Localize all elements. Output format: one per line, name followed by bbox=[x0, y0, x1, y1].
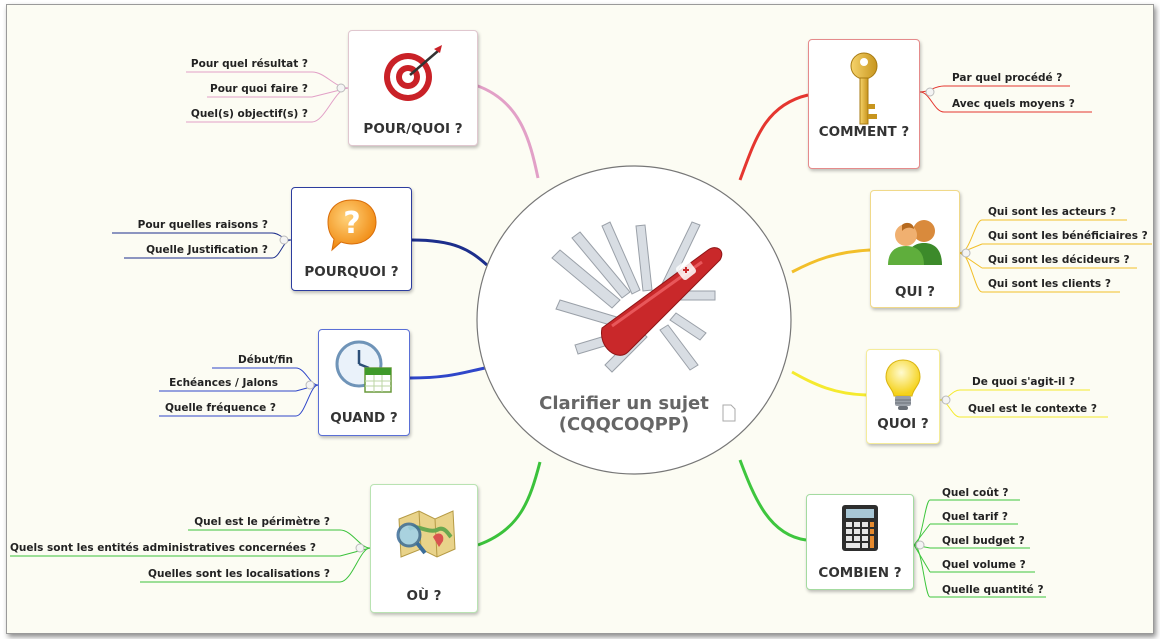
leaf-item[interactable]: Début/fin bbox=[238, 354, 293, 366]
connector-quand bbox=[409, 366, 486, 380]
lightbulb-icon bbox=[883, 358, 923, 416]
leaf-item[interactable]: Avec quels moyens ? bbox=[952, 98, 1075, 110]
leaf-item[interactable]: Quelle Justification ? bbox=[146, 244, 268, 256]
leaf-item[interactable]: Quel est le périmètre ? bbox=[194, 516, 330, 528]
leaf-item[interactable]: Quel volume ? bbox=[942, 559, 1026, 571]
clock-calendar-icon bbox=[333, 338, 395, 400]
branch-title: QUOI ? bbox=[877, 416, 929, 432]
leaf-item[interactable]: Pour quelles raisons ? bbox=[137, 219, 268, 231]
connector-qui bbox=[791, 248, 871, 274]
leaf-item[interactable]: Quel tarif ? bbox=[942, 511, 1008, 523]
svg-text:?: ? bbox=[343, 206, 360, 241]
branch-quand[interactable]: QUAND ? bbox=[318, 329, 410, 436]
branch-title: QUAND ? bbox=[330, 410, 398, 426]
leaf-item[interactable]: Echéances / Jalons bbox=[169, 377, 278, 389]
target-icon bbox=[380, 43, 446, 109]
connector-comment bbox=[738, 93, 809, 181]
branch-title: QUI ? bbox=[895, 284, 935, 300]
people-icon bbox=[884, 215, 946, 271]
leaf-item[interactable]: Quel coût ? bbox=[942, 487, 1009, 499]
branch-ou[interactable]: OÙ ? bbox=[370, 484, 478, 613]
central-topic-title: Clarifier un sujet bbox=[539, 393, 709, 414]
connector-combien bbox=[738, 459, 807, 542]
leaf-item[interactable]: Quel est le contexte ? bbox=[968, 403, 1097, 415]
leaf-item[interactable]: Qui sont les clients ? bbox=[988, 278, 1111, 290]
leaf-item[interactable]: Quelle quantité ? bbox=[942, 584, 1044, 596]
leaf-item[interactable]: Pour quel résultat ? bbox=[190, 58, 308, 70]
central-topic-subtitle: (CQQCOQPP) bbox=[558, 414, 690, 435]
connector-ou bbox=[477, 461, 542, 547]
branch-comment[interactable]: COMMENT ? bbox=[808, 39, 920, 169]
branch-title: POURQUOI ? bbox=[304, 264, 399, 280]
branch-title: COMMENT ? bbox=[818, 124, 910, 140]
branch-title: POUR/QUOI ? bbox=[363, 121, 463, 137]
key-icon bbox=[844, 50, 884, 134]
calculator-icon bbox=[840, 503, 880, 557]
branch-combien[interactable]: COMBIEN ? bbox=[806, 494, 914, 590]
leaf-item[interactable]: Quelle fréquence ? bbox=[164, 402, 276, 414]
branch-pourquoi[interactable]: ? POURQUOI ? bbox=[291, 187, 412, 291]
leaf-item[interactable]: Qui sont les décideurs ? bbox=[988, 254, 1130, 266]
map-icon bbox=[389, 505, 459, 567]
connector-pourquoi bbox=[411, 238, 488, 267]
connector-pourquoi-but bbox=[474, 83, 540, 179]
branch-pour-quoi[interactable]: POUR/QUOI ? bbox=[348, 30, 478, 146]
leaf-item[interactable]: Qui sont les bénéficiaires ? bbox=[988, 230, 1148, 242]
swiss-knife-icon bbox=[551, 221, 723, 373]
leaf-item[interactable]: Quel budget ? bbox=[942, 535, 1025, 547]
leaf-item[interactable]: Qui sont les acteurs ? bbox=[988, 206, 1116, 218]
leaf-item[interactable]: Pour quoi faire ? bbox=[210, 83, 308, 95]
leaf-item[interactable]: Quelles sont les localisations ? bbox=[148, 568, 330, 580]
leaf-item[interactable]: De quoi s'agit-il ? bbox=[972, 376, 1075, 388]
leaf-item[interactable]: Par quel procédé ? bbox=[952, 72, 1063, 84]
branch-qui[interactable]: QUI ? bbox=[870, 190, 960, 308]
branch-title: COMBIEN ? bbox=[818, 565, 902, 581]
leaf-item[interactable]: Quels sont les entités administratives c… bbox=[10, 542, 316, 554]
leaf-item[interactable]: Quel(s) objectif(s) ? bbox=[190, 108, 308, 120]
question-bubble-icon: ? bbox=[324, 196, 380, 258]
connector-quoi bbox=[791, 370, 867, 397]
branch-quoi[interactable]: QUOI ? bbox=[866, 349, 940, 444]
branch-title: OÙ ? bbox=[406, 588, 442, 604]
